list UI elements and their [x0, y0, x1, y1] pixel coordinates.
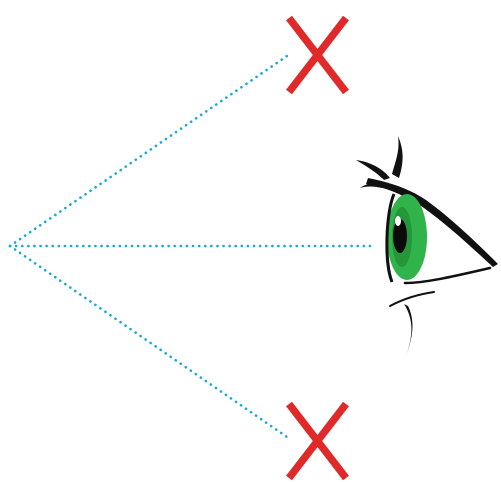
eyelash-mid [356, 160, 390, 180]
sight-lines [10, 56, 370, 437]
nose-contour [404, 304, 412, 356]
sight-line-lower [10, 246, 287, 437]
sight-line-upper [10, 56, 287, 246]
cross-mark-icon-lower [289, 404, 346, 478]
pupil-highlight [395, 216, 401, 226]
eyelash-long [392, 136, 403, 178]
eye-profile-icon [356, 136, 498, 356]
cross-mark-icon-upper [289, 18, 346, 92]
under-eye-line [390, 292, 434, 306]
